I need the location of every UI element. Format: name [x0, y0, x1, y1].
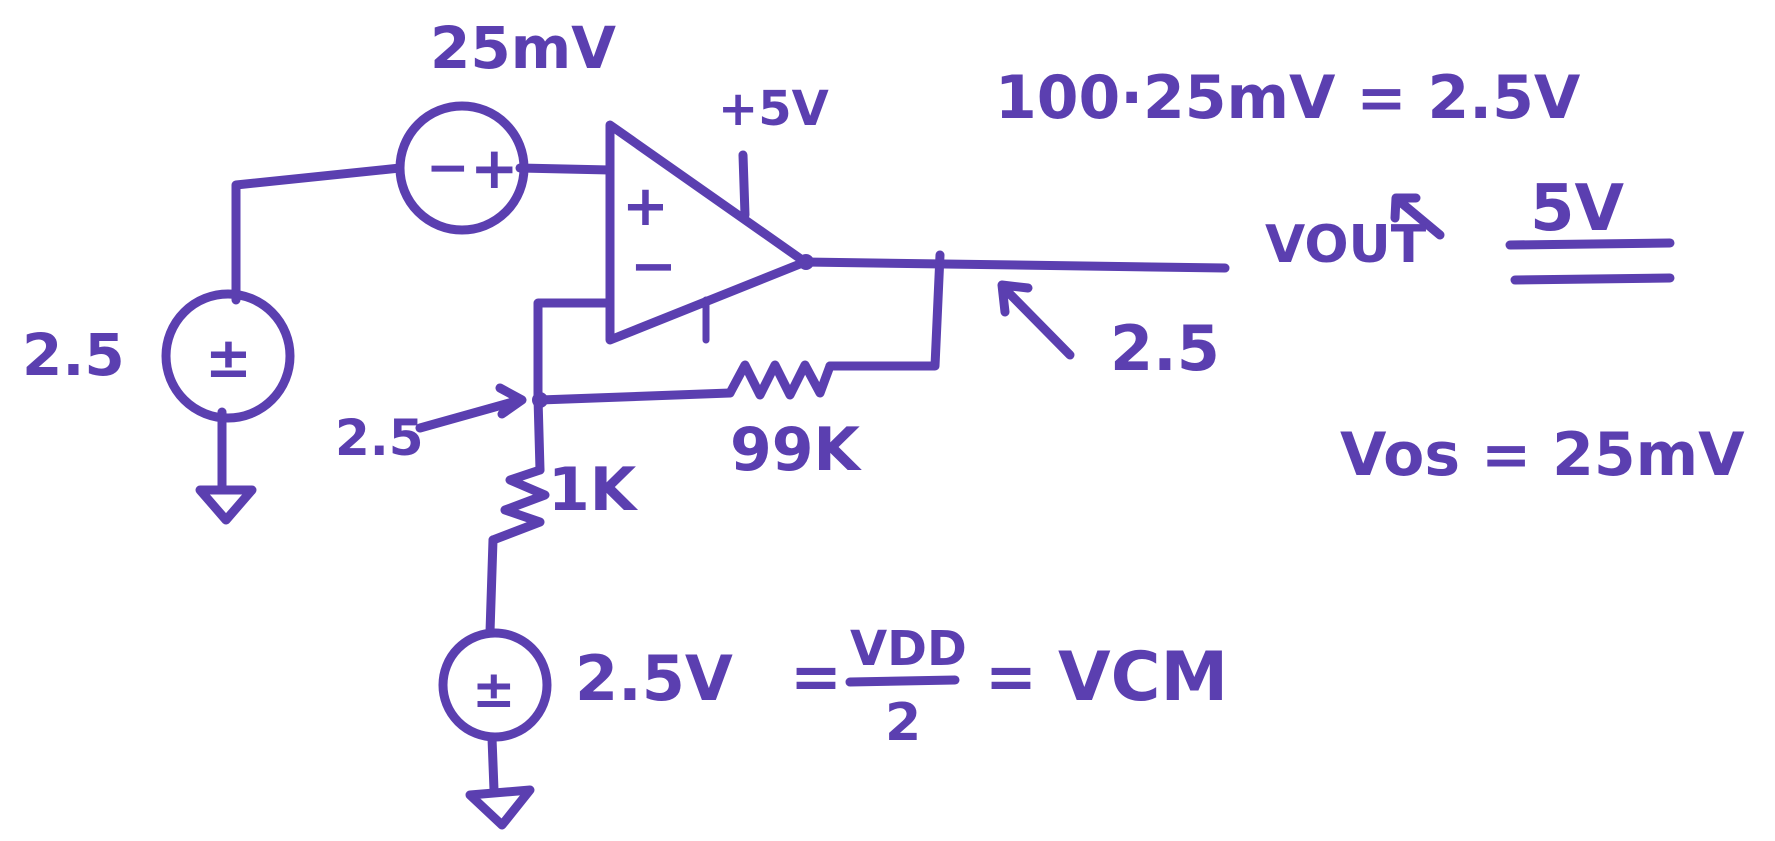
offset-source-minus: − [426, 138, 470, 198]
wire-feedback-left [535, 388, 735, 405]
output-ideal-value: 2.5 [1110, 312, 1220, 385]
bottom-source-pm: ± [472, 660, 516, 720]
wire-bottom-branch [485, 535, 498, 637]
wire-left-source-up [231, 163, 405, 305]
output-node-dot [798, 254, 814, 270]
feedback-node-dot [532, 392, 548, 408]
fraction-bar [845, 675, 960, 687]
equals-sign-1: = [790, 640, 842, 713]
left-source-value: 2.5 [22, 321, 125, 389]
wire-output [800, 257, 1230, 273]
offset-source-plus: + [470, 134, 519, 202]
offset-voltage-source [395, 101, 529, 235]
inverting-node-value: 2.5 [335, 409, 424, 467]
output-actual-value: 5V [1530, 172, 1625, 246]
ground-resistor-zigzag [488, 465, 550, 545]
ground-resistor-label: 1K [548, 455, 639, 525]
arrow-output-icon [997, 280, 1075, 360]
feedback-resistor-zigzag [725, 360, 835, 400]
offset-source-label: 25mV [430, 14, 616, 82]
left-voltage-source [161, 289, 295, 423]
wire-feedback-right [825, 250, 945, 371]
inverting-sign: − [630, 234, 677, 299]
vdd-numerator: VDD [850, 621, 967, 677]
feedback-resistor-label: 99K [730, 415, 862, 485]
bottom-source-value: 2.5V [575, 642, 733, 715]
result-underline [1505, 238, 1675, 285]
ground-icon-bottom [465, 785, 535, 830]
arrow-inverting-node-icon [415, 383, 527, 433]
left-source-pm: ± [205, 326, 252, 391]
vcm-label: VCM [1058, 638, 1228, 717]
equals-sign-2: = [985, 640, 1037, 713]
vos-equation: Vos = 25mV [1340, 420, 1745, 490]
wire-supply [738, 150, 750, 220]
fraction-denominator: 2 [885, 693, 921, 753]
noninverting-sign: + [622, 174, 669, 239]
arrow-actual-output-icon [1390, 193, 1445, 240]
bottom-voltage-source [438, 628, 552, 742]
opamp-triangle [605, 120, 810, 345]
ground-icon-left [195, 485, 257, 525]
gain-equation: 100·25mV = 2.5V [995, 63, 1581, 133]
supply-label: +5V [718, 81, 829, 137]
wire-offset-to-noninv [515, 163, 615, 175]
wire-bottom-ground [487, 733, 499, 795]
output-label: VOUT [1265, 215, 1427, 275]
wire-inverting-input [533, 298, 613, 475]
